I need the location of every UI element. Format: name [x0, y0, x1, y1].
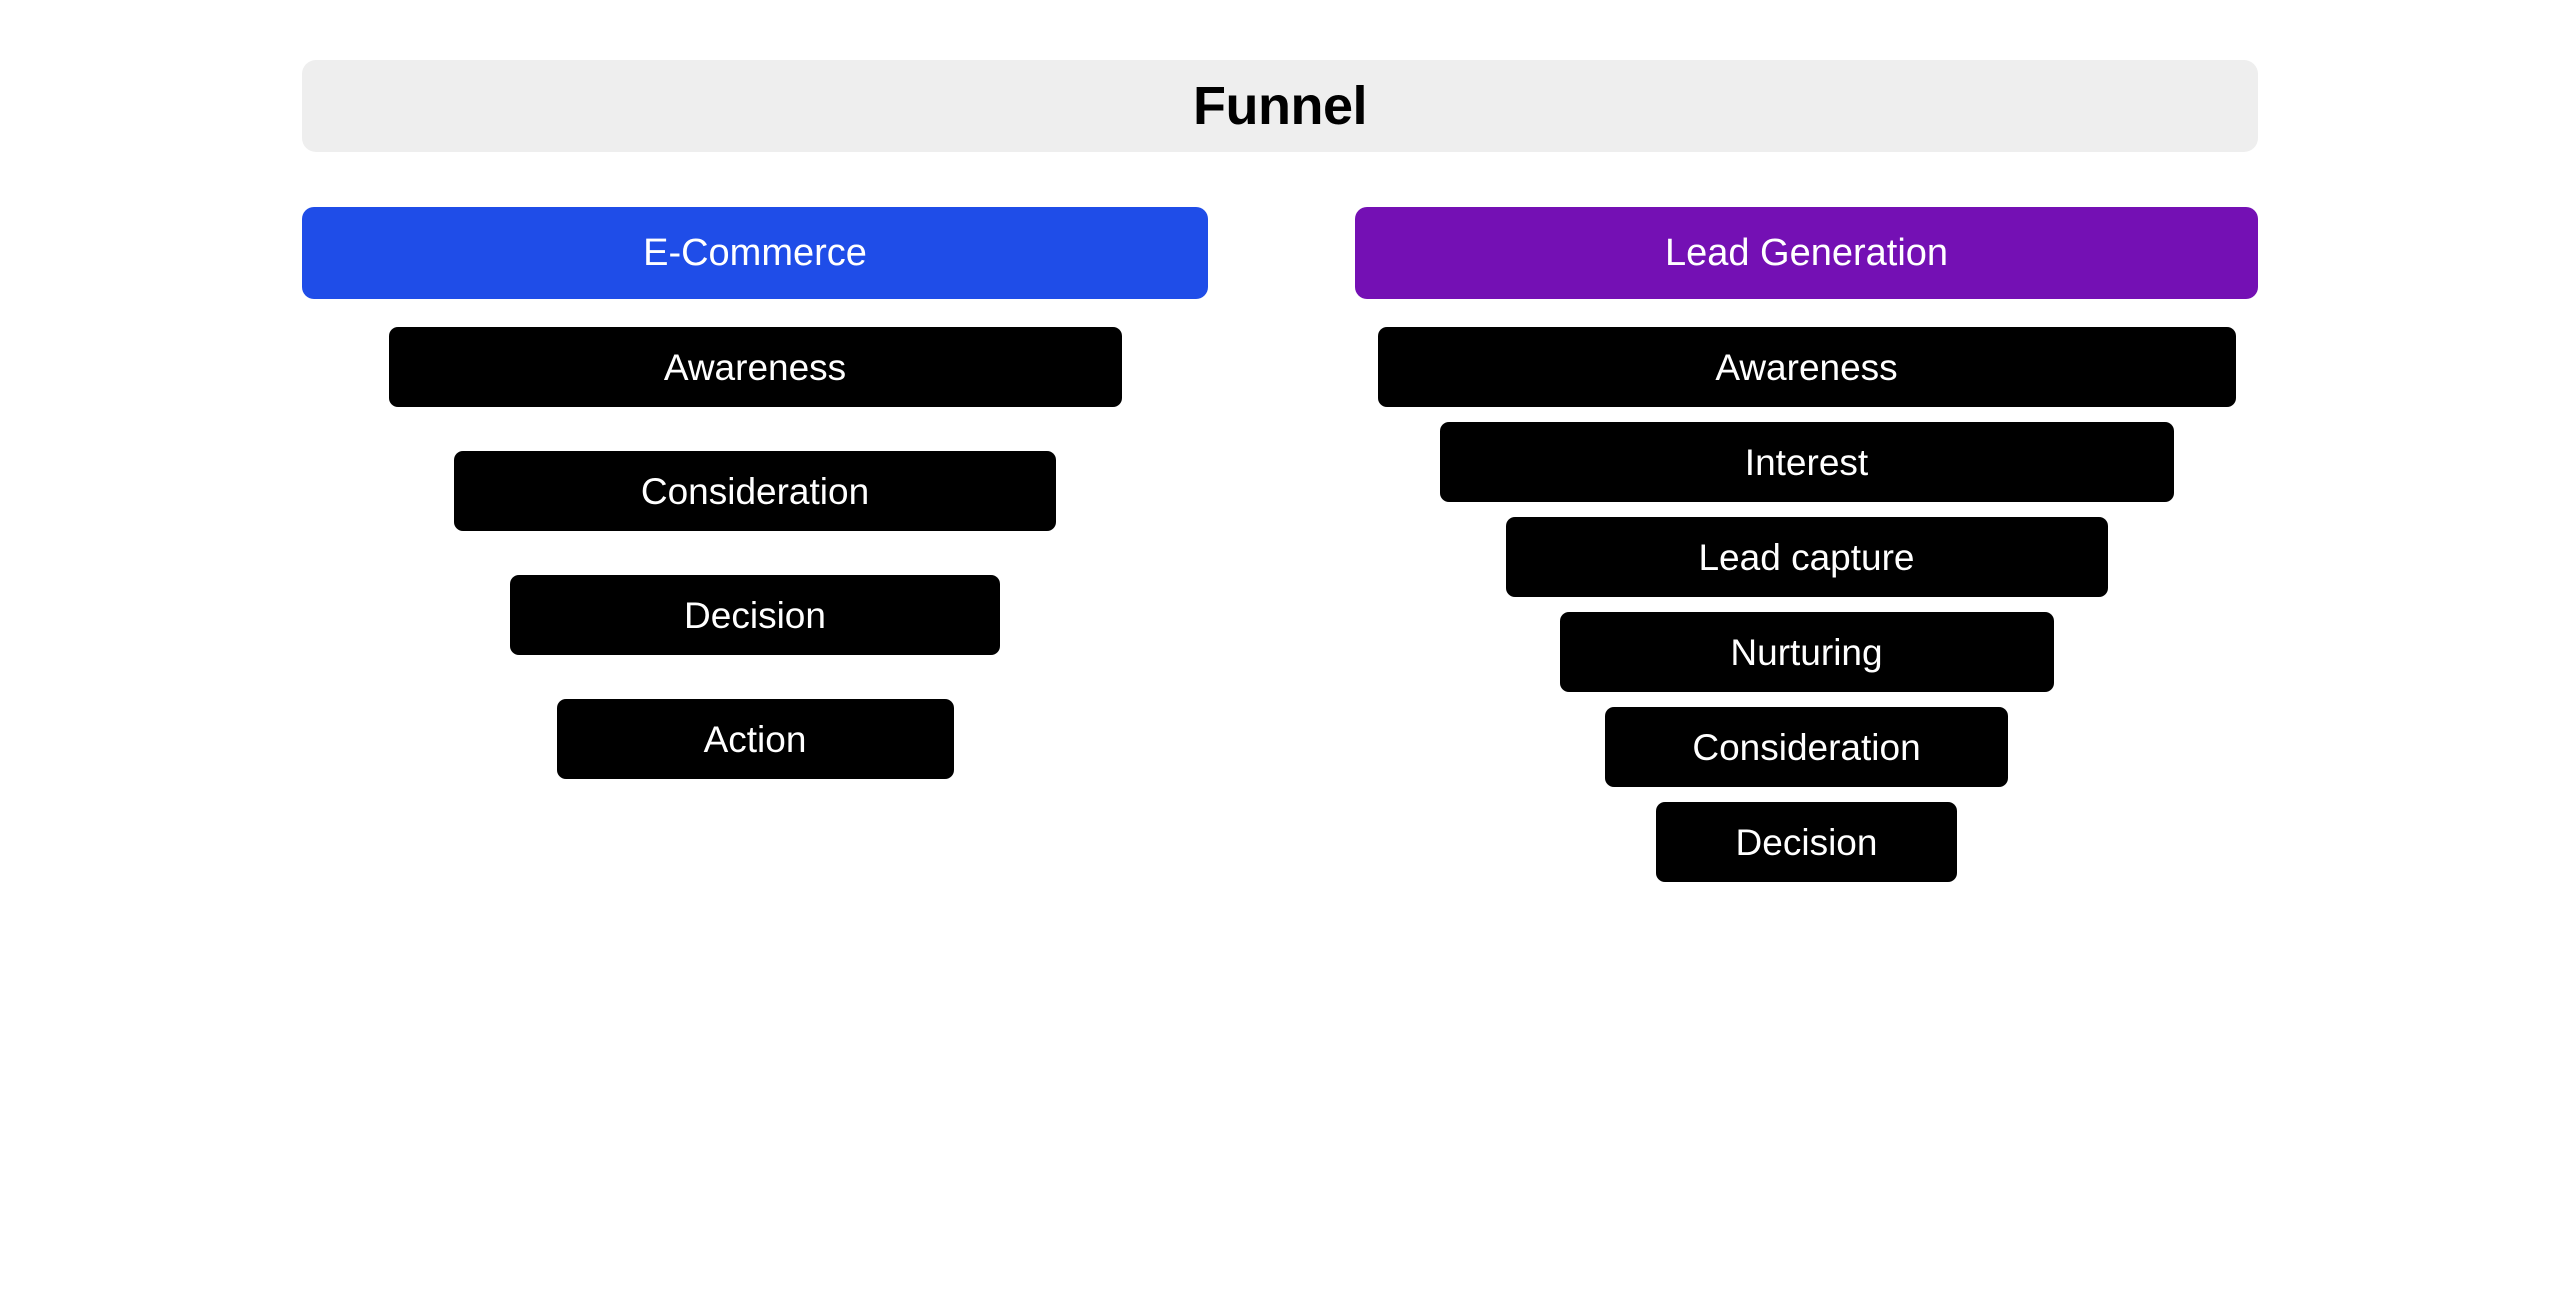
funnel-stage-label: Lead capture — [1698, 536, 1915, 578]
page-title-bar: Funnel — [302, 60, 2258, 152]
funnel-stage[interactable]: Interest — [1439, 422, 2174, 502]
column-header-lead-generation[interactable]: Lead Generation — [1355, 207, 2258, 299]
funnel-stage-label: Nurturing — [1730, 631, 1883, 673]
funnel-stage[interactable]: Decision — [510, 575, 1000, 655]
funnel-stage-label: Awareness — [663, 346, 847, 388]
funnel-stage[interactable]: Action — [556, 699, 954, 779]
funnel-stage-label: Interest — [1744, 441, 1869, 483]
funnel-stage-label: Awareness — [1715, 346, 1898, 388]
funnel-stage[interactable]: Decision — [1656, 802, 1957, 882]
funnel-stage[interactable]: Consideration — [454, 451, 1056, 531]
funnel-stage-label: Consideration — [1692, 726, 1921, 768]
column-header-e-commerce[interactable]: E-Commerce — [302, 207, 1208, 299]
funnel-stage-label: Decision — [684, 594, 826, 636]
column-header-label-lead-generation: Lead Generation — [1664, 232, 1949, 274]
funnel-stage[interactable]: Consideration — [1605, 707, 2008, 787]
funnel-stage[interactable]: Awareness — [388, 327, 1122, 407]
funnel-stage-label: Action — [703, 718, 807, 760]
funnel-stage-label: Consideration — [640, 470, 870, 512]
column-header-label-e-commerce: E-Commerce — [643, 232, 867, 274]
funnel-stage[interactable]: Lead capture — [1505, 517, 2108, 597]
funnel-stage[interactable]: Awareness — [1377, 327, 2236, 407]
funnel-stage[interactable]: Nurturing — [1559, 612, 2054, 692]
funnel-stage-label: Decision — [1735, 821, 1878, 863]
page-title: Funnel — [1193, 76, 1367, 136]
